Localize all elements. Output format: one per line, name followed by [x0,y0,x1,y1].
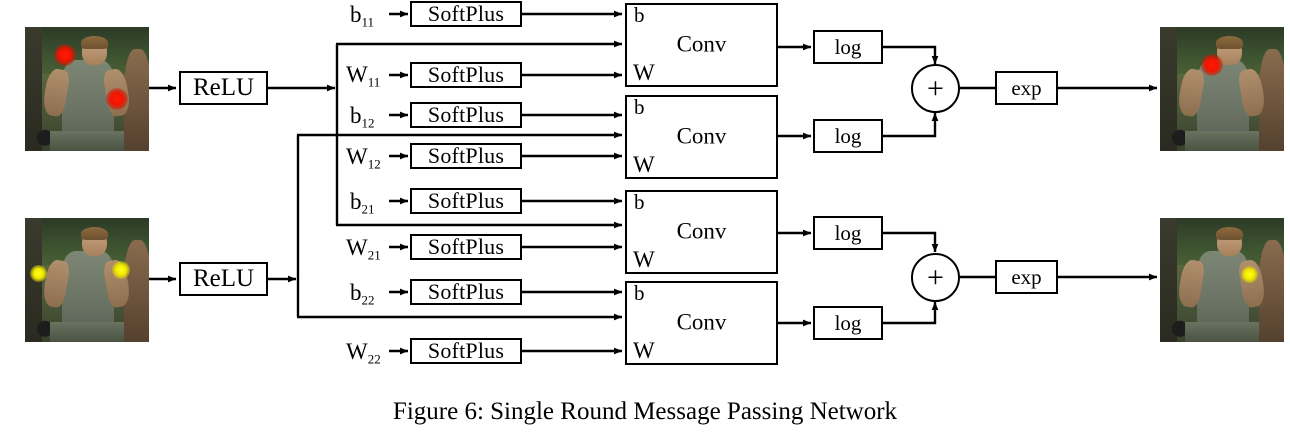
param-subscript: 21 [367,247,381,263]
conv-input-w-label: W [633,247,655,272]
param-subscript: 12 [361,115,375,131]
param-subscript: 21 [361,201,375,217]
softplus-label: SoftPlus [427,102,505,127]
softplus-label: SoftPlus [427,143,505,168]
param-symbol: W [346,235,368,260]
conv-input-w-label: W [633,152,655,177]
conv-title: Conv [676,31,727,57]
photo-hair [1215,226,1244,241]
photo-lower [1184,322,1260,342]
photo-lower [49,322,125,342]
output-image-bottom [1160,218,1284,342]
log-label: log [834,310,862,335]
param-subscript: 11 [367,74,381,90]
photo-tree-left [1160,218,1178,342]
softplus-block-w21[interactable]: SoftPlus [410,234,522,260]
softplus-block-b11[interactable]: SoftPlus [410,1,522,27]
param-label-b12: b12 [350,104,375,130]
param-subscript: 11 [361,14,375,30]
conv-title: Conv [676,309,727,335]
plus-icon: + [927,71,944,105]
photo-tree-left [1160,27,1178,151]
softplus-block-w12[interactable]: SoftPlus [410,143,522,169]
photo-lower [1184,131,1260,151]
output-image-top [1160,27,1284,151]
heatmap-blob [106,88,128,110]
log-label: log [834,123,862,148]
conv-title: Conv [676,218,727,244]
relu-label: ReLU [192,265,255,292]
conv-title: Conv [676,123,727,149]
param-label-b21: b21 [350,190,375,216]
log-block-4[interactable]: log [813,306,883,340]
softplus-block-b21[interactable]: SoftPlus [410,188,522,214]
photo-hair [80,226,109,241]
param-symbol: b [350,2,362,27]
param-symbol: b [350,103,362,128]
param-label-w21: W21 [346,236,381,262]
photo-hair [80,35,109,50]
input-image-top [25,27,149,151]
param-symbol: b [350,189,362,214]
heatmap-blob [54,44,76,66]
plus-icon: + [927,260,944,294]
conv-input-b-label: b [634,3,645,27]
photo-lower [49,131,125,151]
heatmap-blob [1201,54,1223,76]
param-subscript: 22 [361,292,375,308]
conv-block-1[interactable]: b Conv W [625,3,778,87]
softplus-block-w11[interactable]: SoftPlus [410,62,522,88]
conv-block-4[interactable]: b Conv W [625,281,778,365]
relu-block-bottom[interactable]: ReLU [179,262,268,296]
softplus-label: SoftPlus [427,1,505,26]
figure-caption: Figure 6: Single Round Message Passing N… [392,398,898,425]
softplus-label: SoftPlus [427,62,505,87]
param-label-w12: W12 [346,145,381,171]
conv-block-2[interactable]: b Conv W [625,95,778,179]
softplus-label: SoftPlus [427,279,505,304]
heatmap-blob [112,261,130,279]
sum-node-top[interactable]: + [911,64,960,113]
exp-block-top[interactable]: exp [995,71,1058,105]
softplus-block-w22[interactable]: SoftPlus [410,338,522,364]
exp-label: exp [1011,264,1042,289]
heatmap-blob [30,265,47,282]
sum-node-bottom[interactable]: + [911,253,960,302]
conv-input-b-label: b [634,190,645,214]
param-label-w11: W11 [346,63,380,89]
softplus-label: SoftPlus [427,188,505,213]
softplus-block-b12[interactable]: SoftPlus [410,102,522,128]
conv-block-3[interactable]: b Conv W [625,190,778,274]
softplus-label: SoftPlus [427,338,505,363]
exp-label: exp [1011,75,1042,100]
param-subscript: 22 [367,351,381,367]
log-block-1[interactable]: log [813,30,883,64]
conv-input-b-label: b [634,281,645,305]
log-block-2[interactable]: log [813,119,883,153]
softplus-block-b22[interactable]: SoftPlus [410,279,522,305]
input-image-bottom [25,218,149,342]
param-symbol: W [346,144,368,169]
photo-tree-left [25,27,43,151]
param-label-w22: W22 [346,340,381,366]
log-label: log [834,34,862,59]
param-label-b22: b22 [350,281,375,307]
conv-input-b-label: b [634,95,645,119]
param-subscript: 12 [367,156,381,172]
heatmap-blob [1241,266,1258,283]
param-symbol: W [346,339,368,364]
param-label-b11: b11 [350,3,374,29]
relu-label: ReLU [192,74,255,101]
param-symbol: b [350,280,362,305]
conv-input-w-label: W [633,60,655,85]
softplus-label: SoftPlus [427,234,505,259]
param-symbol: W [346,62,368,87]
log-block-3[interactable]: log [813,216,883,250]
conv-input-w-label: W [633,338,655,363]
exp-block-bottom[interactable]: exp [995,260,1058,294]
relu-block-top[interactable]: ReLU [179,71,268,105]
photo-hair [1215,35,1244,50]
log-label: log [834,220,862,245]
